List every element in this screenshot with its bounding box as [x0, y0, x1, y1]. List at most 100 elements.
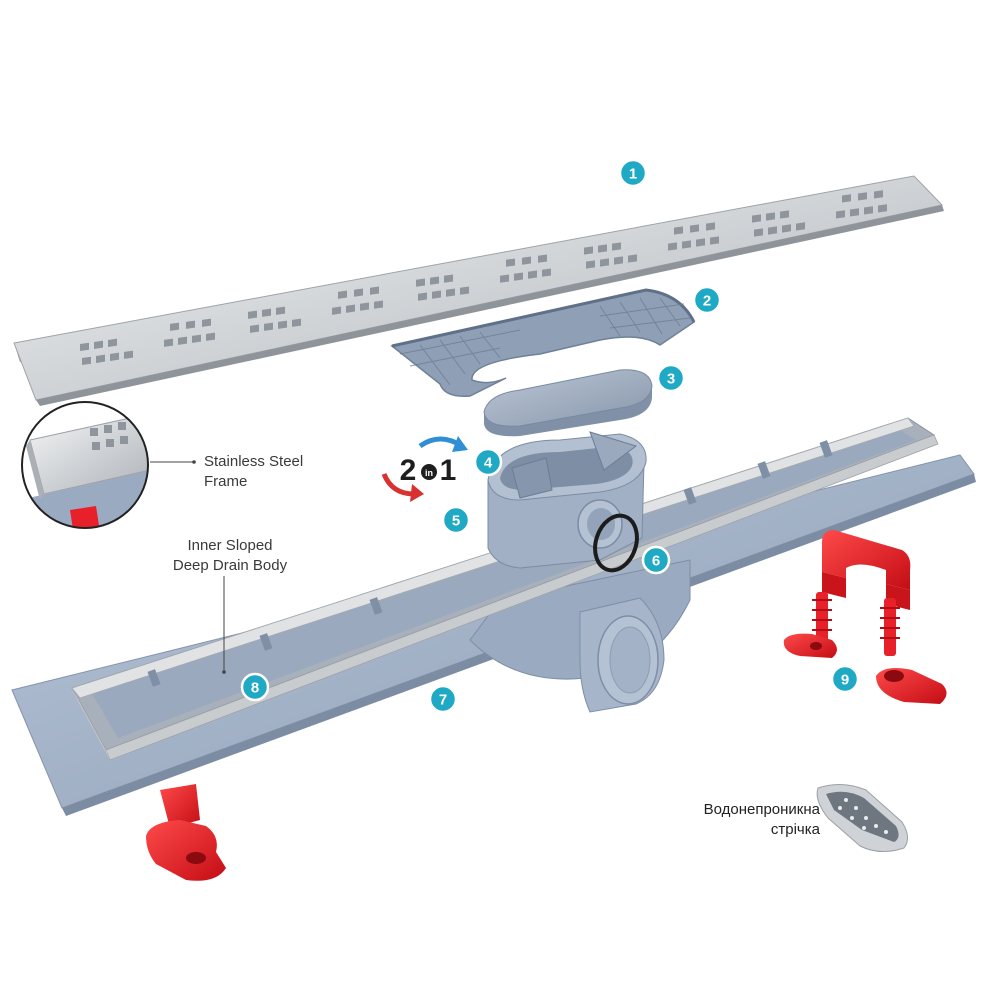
body-callout-line1: Inner Sloped: [187, 537, 273, 554]
badge-2in1-right: 1: [440, 454, 457, 487]
grate-hole: [108, 338, 117, 347]
part-number-9: 9: [830, 664, 860, 694]
channel: [71, 417, 939, 761]
grate-hole: [446, 288, 455, 297]
grate-hole: [586, 260, 595, 269]
tape-callout-line2: стрічка: [770, 821, 820, 838]
part-number-5: 5: [441, 505, 471, 535]
grate-hole: [360, 302, 369, 311]
siphon-housing: [487, 431, 647, 569]
grate-hole: [354, 288, 363, 297]
grate-hole: [338, 290, 347, 299]
grate-hole: [416, 278, 425, 287]
svg-text:4: 4: [484, 455, 493, 472]
grate-hole: [850, 208, 859, 217]
grate-hole: [538, 254, 547, 263]
grate-hole: [766, 212, 775, 221]
outlet-body: [469, 559, 691, 713]
grate-hole: [874, 190, 883, 199]
tape-callout: Водонепроникна стрічка: [668, 800, 820, 840]
grate-hole: [584, 246, 593, 255]
grate-hole: [264, 322, 273, 331]
grate-hole: [842, 194, 851, 203]
grate-hole: [522, 256, 531, 265]
svg-text:3: 3: [667, 371, 675, 388]
part-number-7: 7: [428, 684, 458, 714]
frame-callout: Stainless Steel Frame: [204, 452, 303, 492]
part-number-4: 4: [473, 447, 503, 477]
grate-hole: [682, 240, 691, 249]
grate-hole: [614, 256, 623, 265]
grate-hole: [528, 270, 537, 279]
grate-hole: [628, 254, 637, 263]
grate-hole: [96, 354, 105, 363]
grate-hole: [514, 272, 523, 281]
seal-ring: [593, 513, 639, 573]
part-number-1: 1: [618, 158, 648, 188]
grate-hole: [276, 306, 285, 315]
grate-hole: [754, 228, 763, 237]
badge-2in1-left: 2: [400, 454, 417, 487]
grate-hole: [80, 342, 89, 351]
grate-hole: [878, 204, 887, 213]
body-callout-line: [222, 576, 226, 674]
grate-hole: [690, 224, 699, 233]
grate-hole: [418, 292, 427, 301]
svg-text:5: 5: [452, 513, 460, 530]
grate-hole: [598, 244, 607, 253]
grate-hole: [444, 274, 453, 283]
frame-callout-line1: Stainless Steel: [204, 453, 304, 470]
grate-hole: [292, 318, 301, 327]
grate-hole: [696, 238, 705, 247]
grate-hole: [346, 304, 355, 313]
grate-hole: [202, 318, 211, 327]
grate-hole: [430, 276, 439, 285]
part-number-8: 8: [240, 672, 270, 702]
grate-hole: [332, 306, 341, 315]
grate-hole: [460, 286, 469, 295]
mounting-legs: [146, 530, 947, 881]
grate-hole: [500, 274, 509, 283]
grate-hole: [370, 286, 379, 295]
grate-hole: [94, 340, 103, 349]
grate-hole: [124, 350, 133, 359]
svg-text:1: 1: [629, 166, 637, 183]
grate-hole: [782, 224, 791, 233]
grate-hole: [110, 352, 119, 361]
grate-hole: [668, 242, 677, 251]
grate-hole: [186, 320, 195, 329]
siphon-cover: [483, 369, 653, 437]
part-number-6: 6: [641, 545, 671, 575]
grate-hole: [432, 290, 441, 299]
grate-hole: [780, 210, 789, 219]
grate-hole: [374, 300, 383, 309]
grate-hole: [170, 322, 179, 331]
grate-hole: [262, 308, 271, 317]
grate-hole: [164, 338, 173, 347]
grate-hole: [192, 334, 201, 343]
frame-callout-line2: Frame: [204, 473, 248, 490]
grate-hole: [796, 222, 805, 231]
grate-hole: [506, 258, 515, 267]
svg-text:6: 6: [652, 553, 660, 570]
grate: [13, 175, 944, 406]
waterproof-tape: [816, 784, 908, 852]
grate-hole: [178, 336, 187, 345]
tape-callout-line1: Водонепроникна: [703, 801, 820, 818]
body-callout-line2: Deep Drain Body: [172, 557, 288, 574]
grate-hole: [836, 210, 845, 219]
grate-hole-pattern: [80, 190, 887, 365]
grate-hole: [752, 214, 761, 223]
part-number-3: 3: [656, 363, 686, 393]
svg-text:2: 2: [703, 293, 711, 310]
grate-hole: [250, 324, 259, 333]
grate-hole: [710, 236, 719, 245]
grate-hole: [278, 320, 287, 329]
grate-hole: [864, 206, 873, 215]
grate-hole: [542, 268, 551, 277]
grate-hole: [248, 310, 257, 319]
rotate-arrows-icon: 2 in 1: [381, 436, 468, 502]
grate-hole: [82, 356, 91, 365]
grate-hole: [206, 332, 215, 341]
